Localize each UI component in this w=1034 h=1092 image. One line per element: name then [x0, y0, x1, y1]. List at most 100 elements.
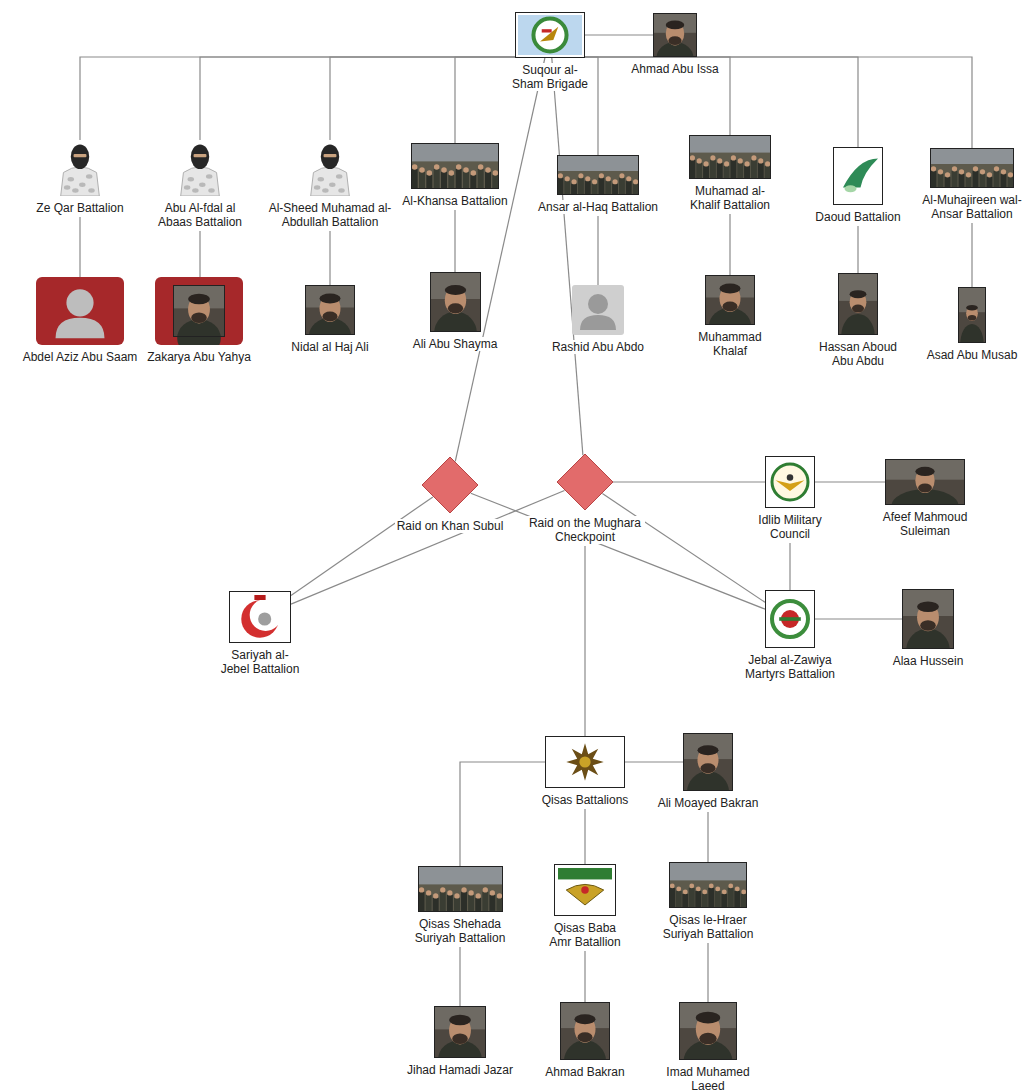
person-node: Rashid Abu Abdo [546, 285, 650, 354]
portrait-picture [838, 273, 878, 335]
node-label: Sariyah al-Jebel Battalion [215, 648, 305, 676]
node-label: Al-Sheed Muhamad al-Abdullah Battalion [263, 201, 398, 229]
person-node: Ali Abu Shayma [405, 272, 505, 351]
portrait-picture [418, 866, 503, 912]
node-label: Abdel Aziz Abu Saam [21, 350, 140, 364]
emblem-picture [515, 12, 585, 58]
raid-diamond: Raid on the Mughara Checkpoint [525, 453, 645, 544]
picture-graphic [560, 1002, 610, 1060]
connector-line [460, 762, 545, 866]
picture-graphic [683, 733, 733, 791]
connector-line [707, 943, 708, 1002]
connector-line [585, 57, 858, 147]
node-label: Ahmad Bakran [543, 1065, 626, 1079]
node-label: Nidal al Haj Ali [289, 340, 370, 354]
picture-graphic [902, 589, 954, 649]
portrait-picture [307, 140, 353, 196]
battalion-node: Al-Khansa Battalion [396, 143, 514, 208]
connector-line [329, 231, 330, 285]
connector-line [330, 57, 515, 140]
connector-line [602, 494, 765, 603]
emblem-picture [833, 147, 883, 205]
person-node: Nidal al Haj Ali [280, 285, 380, 354]
connector-line [291, 491, 565, 605]
portrait-picture [430, 272, 481, 332]
node-label: Ansar al-Haq Battalion [536, 200, 660, 214]
person-node: Zakarya Abu Yahya [144, 277, 254, 364]
node-label: Zakarya Abu Yahya [145, 350, 253, 364]
person-node: Ahmad Abu Issa [620, 13, 730, 76]
connector-line [729, 214, 730, 275]
connector-line [471, 493, 765, 609]
battalion-node: Ansar al-Haq Battalion [529, 155, 667, 214]
connector-line [585, 57, 972, 148]
node-label: Ze Qar Battalion [34, 201, 125, 215]
picture-graphic [765, 590, 815, 648]
node-label: Afeef Mahmoud Suleiman [875, 510, 975, 538]
connector-line [455, 58, 545, 461]
connector-line [815, 481, 885, 482]
picture-graphic [229, 591, 291, 643]
node-label: Asad Abu Musab [925, 348, 1020, 362]
brigade-node: Suqour al-Sham Brigade [505, 12, 595, 91]
person-node: Ahmad Bakran [535, 1002, 635, 1079]
node-label: Imad Muhamed Laeed [648, 1065, 768, 1092]
portrait-picture [683, 733, 733, 791]
portrait-picture [902, 589, 954, 649]
connector-line [454, 210, 455, 272]
portrait-picture [177, 140, 223, 196]
raid-diamond: Raid on Khan Subul [390, 456, 510, 533]
picture-graphic [307, 140, 353, 196]
person-node: Jihad Hamadi Jazar [400, 1006, 520, 1077]
picture-graphic [930, 148, 1014, 188]
picture-graphic [155, 277, 243, 345]
connector-line [584, 951, 585, 1002]
person-node: Muhammad Khalaf [678, 275, 782, 358]
node-label: Muhammad Khalaf [678, 330, 782, 358]
node-label: Raid on Khan Subul [395, 519, 506, 533]
connector-line [199, 231, 200, 277]
person-node: Afeef Mahmoud Suleiman [875, 459, 975, 538]
picture-graphic [838, 273, 878, 335]
node-label: Raid on the Mughara Checkpoint [525, 516, 645, 544]
person-node: Imad Muhamed Laeed [648, 1002, 768, 1092]
node-label: Qisas Shehada Suriyah Battalion [410, 917, 510, 945]
battalion-node: Qisas Battalions [535, 736, 635, 807]
portrait-picture [305, 285, 355, 335]
picture-graphic [572, 285, 624, 335]
picture-graphic [545, 736, 625, 788]
connector-line [552, 58, 583, 455]
node-label: Daoud Battalion [813, 210, 902, 224]
battalion-node: Qisas Shehada Suriyah Battalion [410, 866, 510, 945]
emblem-picture [229, 591, 291, 643]
picture-graphic [557, 155, 639, 195]
portrait-picture [36, 277, 124, 345]
connector-line [459, 947, 460, 1006]
picture-graphic [653, 13, 697, 57]
connector-line [584, 809, 585, 864]
connector-line [597, 216, 598, 285]
portrait-picture [885, 459, 965, 505]
connector-line [79, 217, 80, 277]
picture-graphic [958, 287, 986, 343]
portrait-picture [679, 1002, 737, 1060]
picture-graphic [669, 862, 747, 908]
portrait-picture [572, 285, 624, 335]
picture-graphic [411, 143, 499, 189]
battalion-node: Abu Al-fdal al Abaas Battalion [150, 140, 250, 229]
portrait-picture [557, 155, 639, 195]
connector-line [857, 226, 858, 273]
battalion-node: Sariyah al-Jebel Battalion [215, 591, 305, 676]
connector-line [585, 34, 653, 35]
battalion-node: Ze Qar Battalion [30, 140, 130, 215]
emblem-picture [765, 590, 815, 648]
node-label: Jebal al-Zawiya Martyrs Battalion [730, 653, 850, 681]
picture-graphic [177, 140, 223, 196]
battalion-node: Daoud Battalion [808, 147, 908, 224]
connector-line [971, 223, 972, 287]
portrait-picture [560, 1002, 610, 1060]
portrait-picture [411, 143, 499, 189]
node-label: Ahmad Abu Issa [629, 62, 720, 76]
node-label: Abu Al-fdal al Abaas Battalion [150, 201, 250, 229]
picture-graphic [57, 140, 103, 196]
